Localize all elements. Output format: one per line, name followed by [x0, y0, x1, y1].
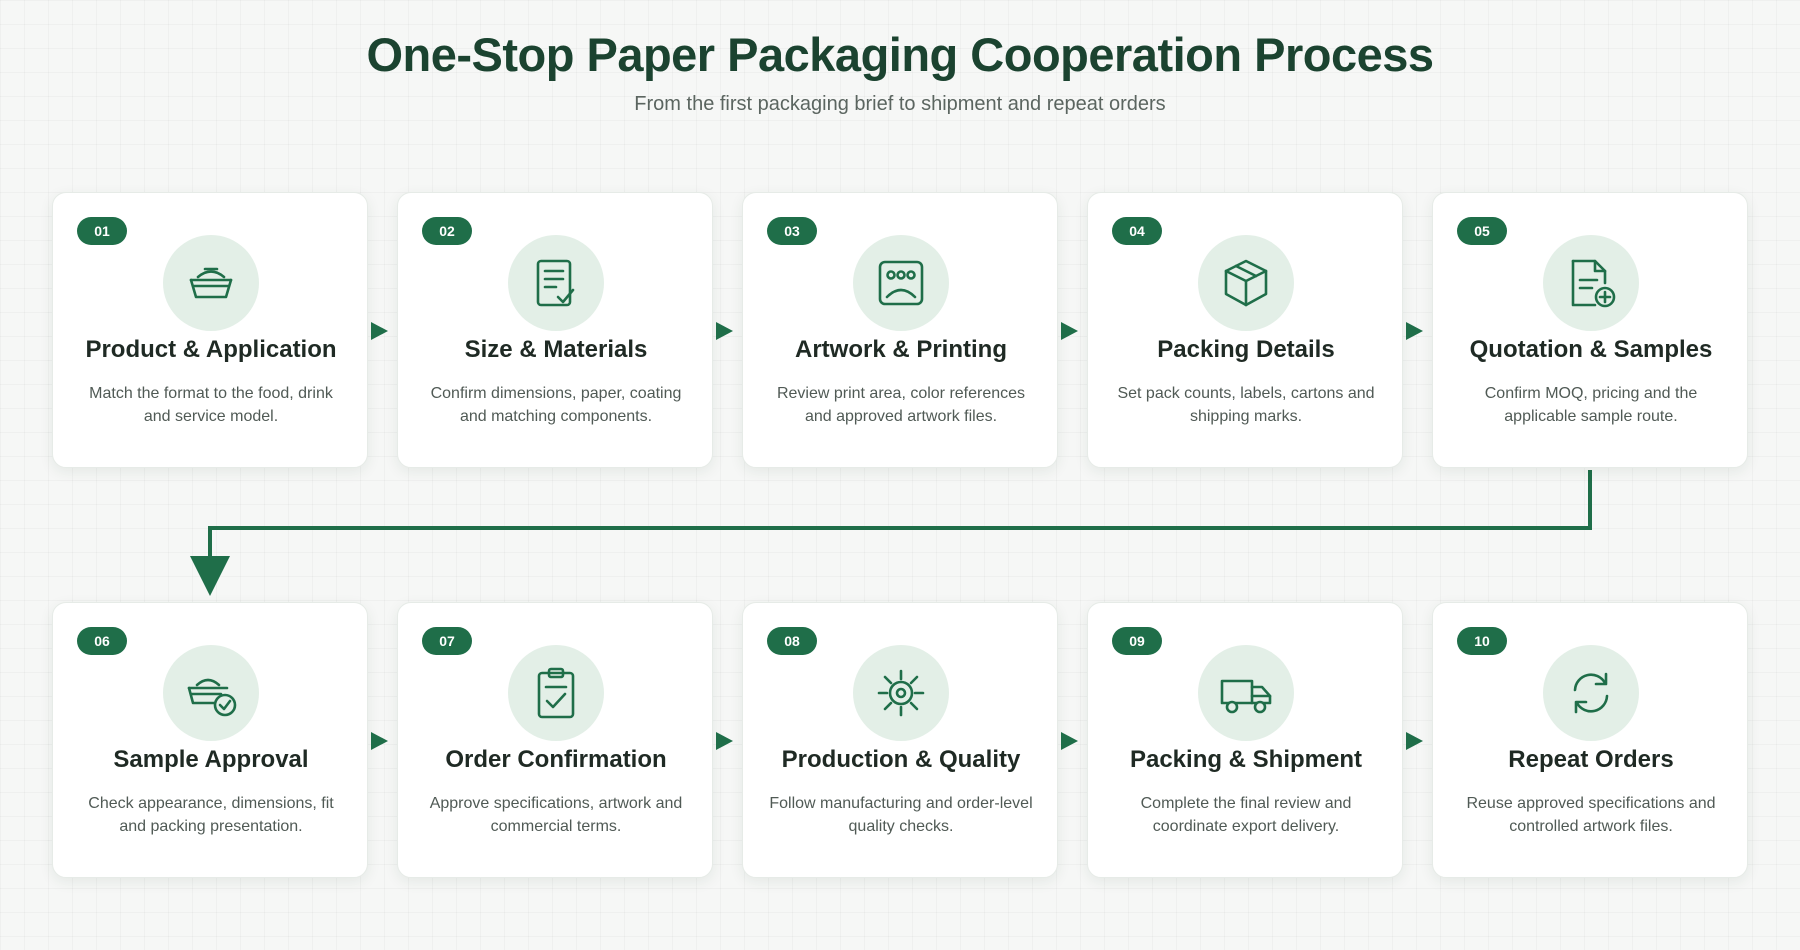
flow-arrow-icon — [371, 322, 388, 340]
food-container-icon — [189, 267, 233, 299]
step-number-badge: 05 — [1457, 217, 1507, 245]
step-title: Order Confirmation — [445, 746, 667, 773]
refresh-icon — [1573, 672, 1609, 714]
step-title: Quotation & Samples — [1469, 336, 1713, 363]
step-description: Review print area, color references and … — [776, 385, 1026, 425]
document-add-icon — [1571, 259, 1616, 308]
clipboard-check-icon — [537, 667, 575, 719]
step-title: Packing Details — [1157, 336, 1335, 363]
step-card-06: 06 Sample Approval Check appearance, dim… — [52, 602, 368, 878]
step-number-badge: 06 — [77, 627, 127, 655]
step-description: Match the format to the food, drink and … — [89, 385, 333, 425]
step-description: Follow manufacturing and order-level qua… — [769, 795, 1033, 835]
checklist-document-icon — [536, 259, 575, 307]
step-title: Repeat Orders — [1508, 746, 1674, 773]
box-icon — [1224, 259, 1268, 307]
step-card-05: 05 Quotation & Samples Confirm MOQ, pric… — [1432, 192, 1748, 468]
step-card-08: 08 Production & Quality Follow manufactu… — [742, 602, 1058, 878]
step-number-badge: 08 — [767, 627, 817, 655]
flow-arrow-icon — [371, 732, 388, 750]
step-card-07: 07 Order Confirmation Approve specificat… — [397, 602, 713, 878]
step-card-09: 09 Packing & Shipment Complete the final… — [1087, 602, 1403, 878]
production-gear-icon — [877, 669, 925, 717]
step-number-badge: 10 — [1457, 627, 1507, 655]
flow-arrow-icon — [1406, 732, 1423, 750]
step-card-01: 01 Product & Application Match the forma… — [52, 192, 368, 468]
artwork-icon — [878, 260, 924, 306]
step-number-badge: 07 — [422, 627, 472, 655]
flow-arrow-icon — [1406, 322, 1423, 340]
approved-container-icon — [187, 678, 237, 717]
step-description: Complete the final review and coordinate… — [1140, 795, 1352, 835]
flow-arrow-icon — [1061, 732, 1078, 750]
step-description: Reuse approved specifications and contro… — [1466, 795, 1716, 835]
step-description: Confirm dimensions, paper, coating and m… — [430, 385, 682, 425]
step-card-03: 03 Artwork & Printing Review print area,… — [742, 192, 1058, 468]
page-title: One-Stop Paper Packaging Cooperation Pro… — [366, 28, 1434, 81]
step-number-badge: 04 — [1112, 217, 1162, 245]
step-card-04: 04 Packing Details Set pack counts, labe… — [1087, 192, 1403, 468]
step-number-badge: 03 — [767, 217, 817, 245]
step-title: Artwork & Printing — [794, 336, 1007, 363]
step-number-badge: 02 — [422, 217, 472, 245]
step-number-badge: 01 — [77, 217, 127, 245]
step-description: Confirm MOQ, pricing and the applicable … — [1484, 385, 1698, 425]
step-title: Production & Quality — [781, 746, 1021, 773]
step-description: Set pack counts, labels, cartons and shi… — [1117, 385, 1375, 425]
connector-arrowhead — [190, 556, 230, 596]
step-card-10: 10 Repeat Orders Reuse approved specific… — [1432, 602, 1748, 878]
flow-arrow-icon — [716, 732, 733, 750]
page-subtitle: From the first packaging brief to shipme… — [634, 93, 1166, 115]
flow-arrow-icon — [716, 322, 733, 340]
step-description: Approve specifications, artwork and comm… — [429, 795, 683, 835]
step-title: Size & Materials — [464, 336, 648, 363]
step-title: Packing & Shipment — [1129, 746, 1363, 773]
step-description: Check appearance, dimensions, fit and pa… — [88, 795, 334, 835]
step-card-02: 02 Size & Materials Confirm dimensions, … — [397, 192, 713, 468]
step-title: Product & Application — [85, 336, 337, 363]
truck-icon — [1220, 679, 1272, 714]
step-number-badge: 09 — [1112, 627, 1162, 655]
flow-arrow-icon — [1061, 322, 1078, 340]
step-title: Sample Approval — [113, 746, 309, 773]
